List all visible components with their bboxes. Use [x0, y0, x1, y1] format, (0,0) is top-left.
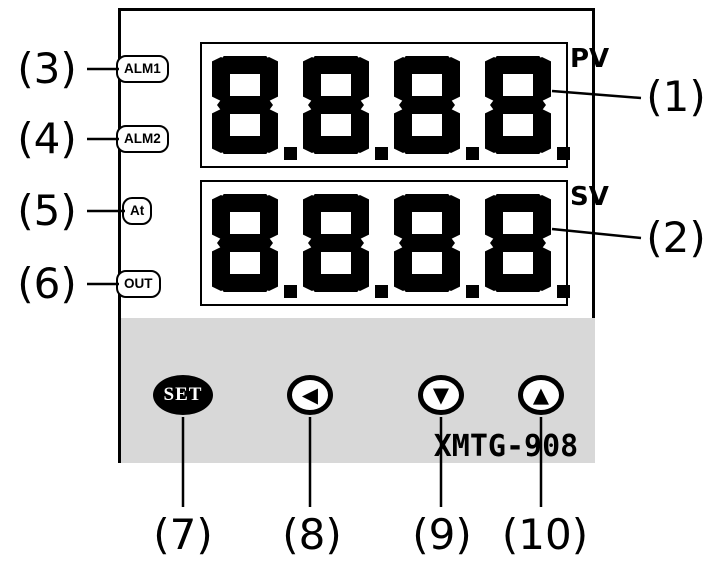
callout-9: (9): [412, 510, 472, 559]
decimal-point: [466, 147, 479, 160]
callout-10: (10): [501, 510, 589, 559]
sv-label: SV: [570, 182, 609, 212]
set-button[interactable]: SET: [153, 375, 213, 415]
callout-7: (7): [153, 510, 213, 559]
pv-label: PV: [570, 44, 610, 74]
seven-segment-digit: [485, 194, 551, 292]
output-indicator: OUT: [116, 270, 161, 298]
callout-2: (2): [646, 213, 706, 262]
up-arrow-icon: ▲: [532, 382, 550, 407]
model-number: XMTG-908: [433, 429, 579, 464]
decimal-point: [375, 147, 388, 160]
decrement-button[interactable]: ▼: [418, 375, 464, 415]
seven-segment-digit: [394, 56, 460, 154]
decimal-point: [557, 147, 570, 160]
down-arrow-icon: ▼: [432, 382, 450, 407]
decimal-point: [466, 285, 479, 298]
seven-segment-digit: [303, 56, 369, 154]
left-arrow-icon: ◀: [301, 382, 319, 407]
alarm2-indicator: ALM2: [116, 125, 169, 153]
callout-4: (4): [17, 114, 77, 163]
callout-5: (5): [17, 186, 77, 235]
alarm1-indicator: ALM1: [116, 55, 169, 83]
seven-segment-digit: [485, 56, 551, 154]
decimal-point: [557, 285, 570, 298]
shift-left-button[interactable]: ◀: [287, 375, 333, 415]
callout-8: (8): [282, 510, 342, 559]
decimal-point: [284, 147, 297, 160]
pv-display: [200, 42, 570, 168]
seven-segment-digit: [212, 56, 278, 154]
callout-3: (3): [17, 44, 77, 93]
seven-segment-digit: [303, 194, 369, 292]
increment-button[interactable]: ▲: [518, 375, 564, 415]
sv-display: [200, 180, 570, 306]
seven-segment-digit: [212, 194, 278, 292]
autotune-indicator: At: [122, 197, 153, 225]
decimal-point: [375, 285, 388, 298]
decimal-point: [284, 285, 297, 298]
seven-segment-digit: [394, 194, 460, 292]
callout-1: (1): [646, 72, 706, 121]
callout-6: (6): [17, 259, 77, 308]
